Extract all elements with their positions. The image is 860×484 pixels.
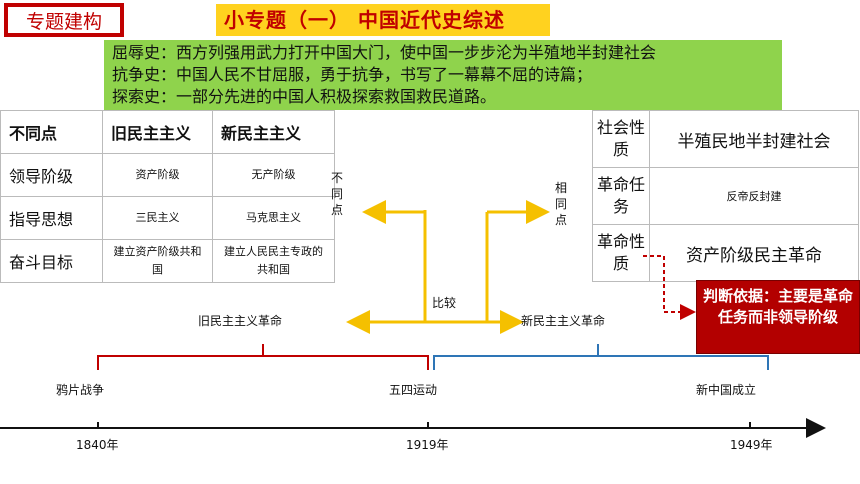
row-value: 资产阶级民主革命 xyxy=(649,224,859,282)
judgement-connector xyxy=(643,255,696,320)
intro-line: 屈辱史：西方列强用武力打开中国大门，使中国一步步沦为半殖地半封建社会 xyxy=(112,43,657,62)
new-value: 建立人民民主专政的共和国 xyxy=(212,239,335,283)
header-cell: 新民主主义 xyxy=(212,110,335,154)
event-label: 鸦片战争 xyxy=(56,383,105,397)
row-value: 反帝反封建 xyxy=(649,167,859,225)
old-revolution-label: 旧民主主义革命 xyxy=(198,314,283,328)
event-label: 新中国成立 xyxy=(696,383,757,397)
new-revolution-bracket xyxy=(433,344,769,370)
compare-label: 比较 xyxy=(432,296,457,310)
event-label: 五四运动 xyxy=(389,383,438,397)
intro-line: 探索史：一部分先进的中国人积极探索救国救民道路。 xyxy=(112,87,497,106)
year-label: 1919年 xyxy=(406,438,449,452)
similarities-table: 社会性质 半殖民地半封建社会 革命任务 反帝反封建 革命性质 资产阶级民主革命 xyxy=(592,110,859,282)
row-value: 半殖民地半封建社会 xyxy=(649,110,859,168)
diff-point-label: 不同点 xyxy=(330,171,343,217)
old-value: 三民主义 xyxy=(102,196,213,240)
old-value: 建立资产阶级共和国 xyxy=(102,239,213,283)
year-label: 1840年 xyxy=(76,438,119,452)
page-title: 小专题（一） 中国近代史综述 xyxy=(216,4,550,36)
differences-table: 不同点 旧民主主义 新民主主义 领导阶级 资产阶级 无产阶级 指导思想 三民主义… xyxy=(0,110,335,283)
intro-line: 抗争史：中国人民不甘屈服，勇于抗争，书写了一幕幕不屈的诗篇； xyxy=(112,65,593,84)
new-revolution-label: 新民主主义革命 xyxy=(521,314,606,328)
year-label: 1949年 xyxy=(730,438,773,452)
row-label: 革命性质 xyxy=(592,224,650,282)
header-cell: 不同点 xyxy=(0,110,103,154)
row-label: 革命任务 xyxy=(592,167,650,225)
topic-tag: 专题建构 xyxy=(4,3,124,37)
intro-box: 屈辱史：西方列强用武力打开中国大门，使中国一步步沦为半殖地半封建社会 抗争史：中… xyxy=(104,40,782,110)
row-label: 指导思想 xyxy=(0,196,103,240)
same-point-label: 相同点 xyxy=(554,181,567,227)
header-cell: 旧民主主义 xyxy=(102,110,213,154)
old-revolution-bracket xyxy=(97,344,429,370)
new-value: 无产阶级 xyxy=(212,153,335,197)
new-value: 马克思主义 xyxy=(212,196,335,240)
